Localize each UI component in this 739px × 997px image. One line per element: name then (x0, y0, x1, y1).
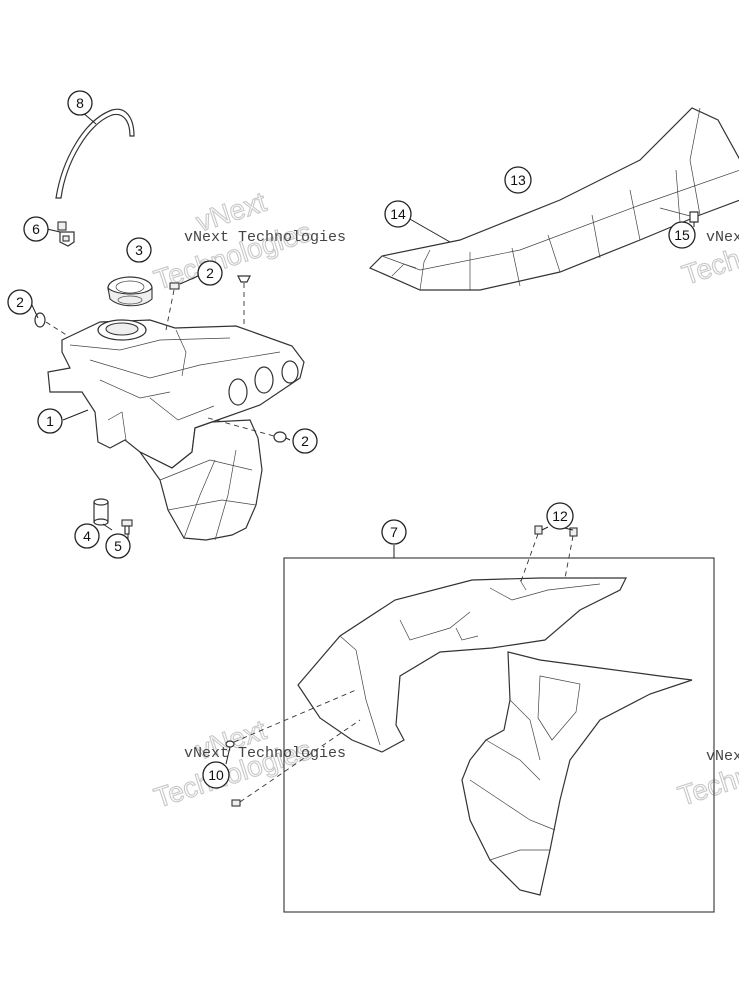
svg-text:vNext Technologies: vNext Technologies (706, 229, 739, 246)
hose-clip-drawing (57, 221, 75, 247)
svg-text:3: 3 (135, 242, 143, 258)
callout-1: 1 (37, 408, 63, 434)
svg-text:8: 8 (76, 95, 84, 111)
svg-text:12: 12 (552, 508, 568, 524)
callout-15: 15 (668, 221, 696, 249)
callout-2-right: 2 (292, 428, 318, 454)
fuel-tank-drawing (47, 319, 305, 541)
callout-3: 3 (126, 237, 152, 263)
callout-8: 7 (381, 519, 407, 545)
callout-5: 5 (105, 533, 131, 559)
grommet-screw-drawing (93, 498, 133, 535)
svg-text:6: 6 (32, 221, 40, 237)
callout-2-left: 2 (7, 289, 33, 315)
watermark-right-bottom: vNext Technologies Technologies (674, 731, 739, 812)
callout-2-top: 2 (197, 260, 223, 286)
svg-text:4: 4 (83, 528, 91, 544)
screws-2-drawing (34, 275, 287, 443)
svg-text:13: 13 (510, 172, 526, 188)
svg-text:Technologies: Technologies (674, 732, 739, 812)
filler-cap-drawing (107, 276, 153, 307)
callout-10: 10 (202, 761, 230, 789)
svg-text:10: 10 (208, 767, 224, 783)
svg-text:vNext Technologies: vNext Technologies (184, 229, 346, 246)
breather-hose-drawing (55, 108, 135, 199)
svg-text:5: 5 (114, 538, 122, 554)
callout-12: 12 (546, 502, 574, 530)
seat-screw-drawing (659, 207, 699, 223)
seat-drawing (368, 107, 739, 291)
svg-text:vNext Technologies: vNext Technologies (184, 745, 346, 762)
callout-4: 4 (74, 523, 100, 549)
callout-6: 6 (23, 216, 49, 242)
svg-text:2: 2 (206, 265, 214, 281)
svg-text:15: 15 (674, 227, 690, 243)
svg-text:1: 1 (46, 413, 54, 429)
side-covers-frame (225, 525, 715, 913)
callout-7: 8 (67, 90, 93, 116)
svg-text:2: 2 (301, 433, 309, 449)
svg-text:2: 2 (16, 294, 24, 310)
callout-14: 14 (384, 200, 412, 228)
svg-text:7: 7 (390, 524, 398, 540)
svg-text:14: 14 (390, 206, 406, 222)
callout-13: 13 (504, 166, 532, 194)
watermark-bottom: vNext Technologies vNext Technologies (150, 713, 346, 814)
